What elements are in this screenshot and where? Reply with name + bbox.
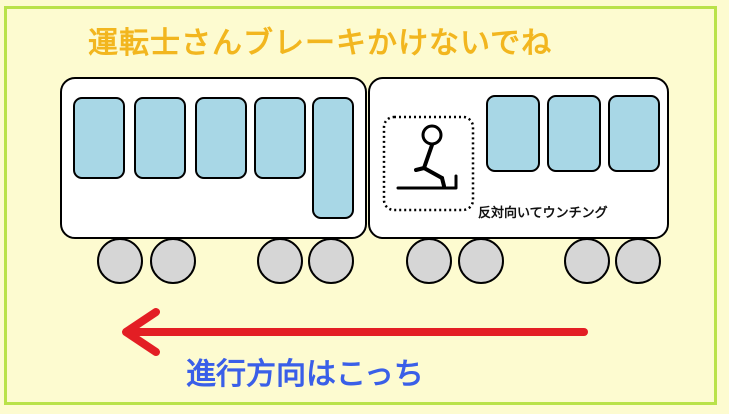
wheel — [150, 238, 196, 284]
squat-sign-label: 反対向いてウンチング — [478, 206, 608, 221]
wheel — [615, 238, 661, 284]
squatting-person-icon — [396, 124, 458, 190]
window — [608, 95, 660, 172]
wheel — [308, 238, 354, 284]
window — [134, 97, 186, 179]
door-window — [312, 97, 354, 219]
wheel — [257, 238, 303, 284]
window — [254, 97, 306, 179]
wheel — [406, 238, 452, 284]
window — [195, 97, 247, 179]
window — [73, 97, 125, 179]
window — [486, 95, 540, 172]
wheel — [97, 238, 143, 284]
wheel — [564, 238, 610, 284]
direction-arrow-icon — [122, 308, 588, 356]
picture-frame — [4, 6, 717, 405]
squat-sign-box — [382, 115, 475, 212]
direction-label: 進行方向はこっち — [186, 357, 424, 392]
window — [547, 95, 601, 172]
caption-title: 運転士さんブレーキかけないでね — [88, 26, 553, 61]
wheel — [458, 238, 504, 284]
